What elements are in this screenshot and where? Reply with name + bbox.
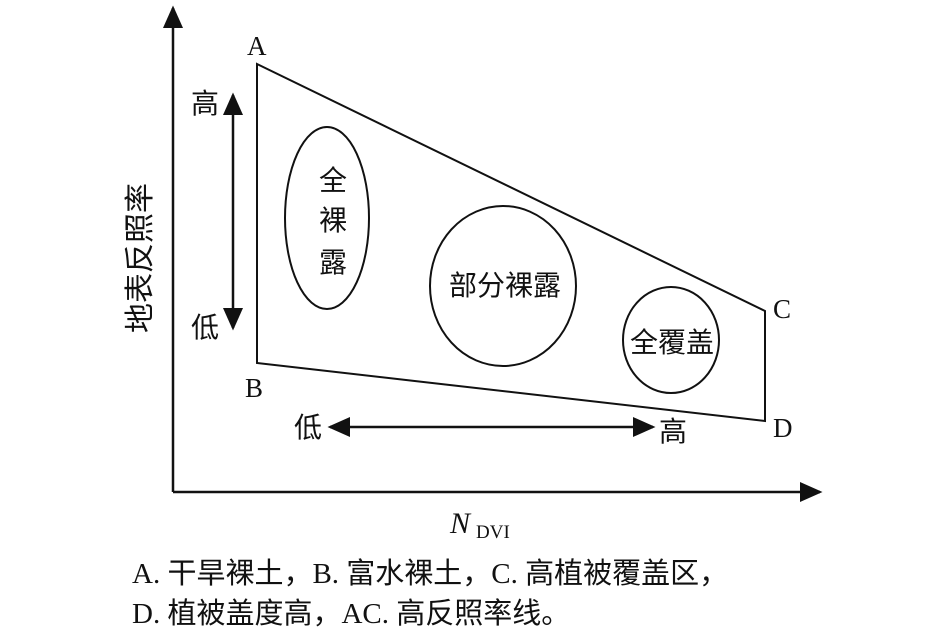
point-d-label: D [773, 413, 793, 443]
horizontal-low-label: 低 [294, 412, 322, 444]
point-c-label: C [773, 294, 791, 324]
vertical-low-label: 低 [191, 312, 219, 344]
point-a-label: A [247, 31, 267, 61]
horizontal-high-label: 高 [659, 416, 687, 448]
point-b-label: B [245, 373, 263, 403]
y-axis-label: 地表反照率 [124, 183, 157, 333]
partial-bare-region [429, 205, 577, 367]
partial-bare-label: 部分裸露 [449, 270, 561, 302]
full-bare-label-1: 全 [319, 165, 347, 197]
full-cover-label: 全覆盖 [630, 327, 714, 359]
feature-space-trapezoid [256, 62, 766, 423]
vertical-high-label: 高 [191, 88, 219, 120]
x-axis-label-sub: DVI [476, 522, 510, 543]
caption-line-2: D. 植被盖度高，AC. 高反照率线。 [132, 598, 571, 630]
x-axis-label: N [449, 507, 472, 540]
full-bare-label-2: 裸 [319, 205, 347, 237]
full-bare-region [284, 126, 370, 310]
full-bare-label-3: 露 [319, 248, 347, 279]
caption-line-1: A. 干旱裸土，B. 富水裸土，C. 高植被覆盖区， [132, 558, 729, 590]
full-cover-region [622, 286, 720, 394]
